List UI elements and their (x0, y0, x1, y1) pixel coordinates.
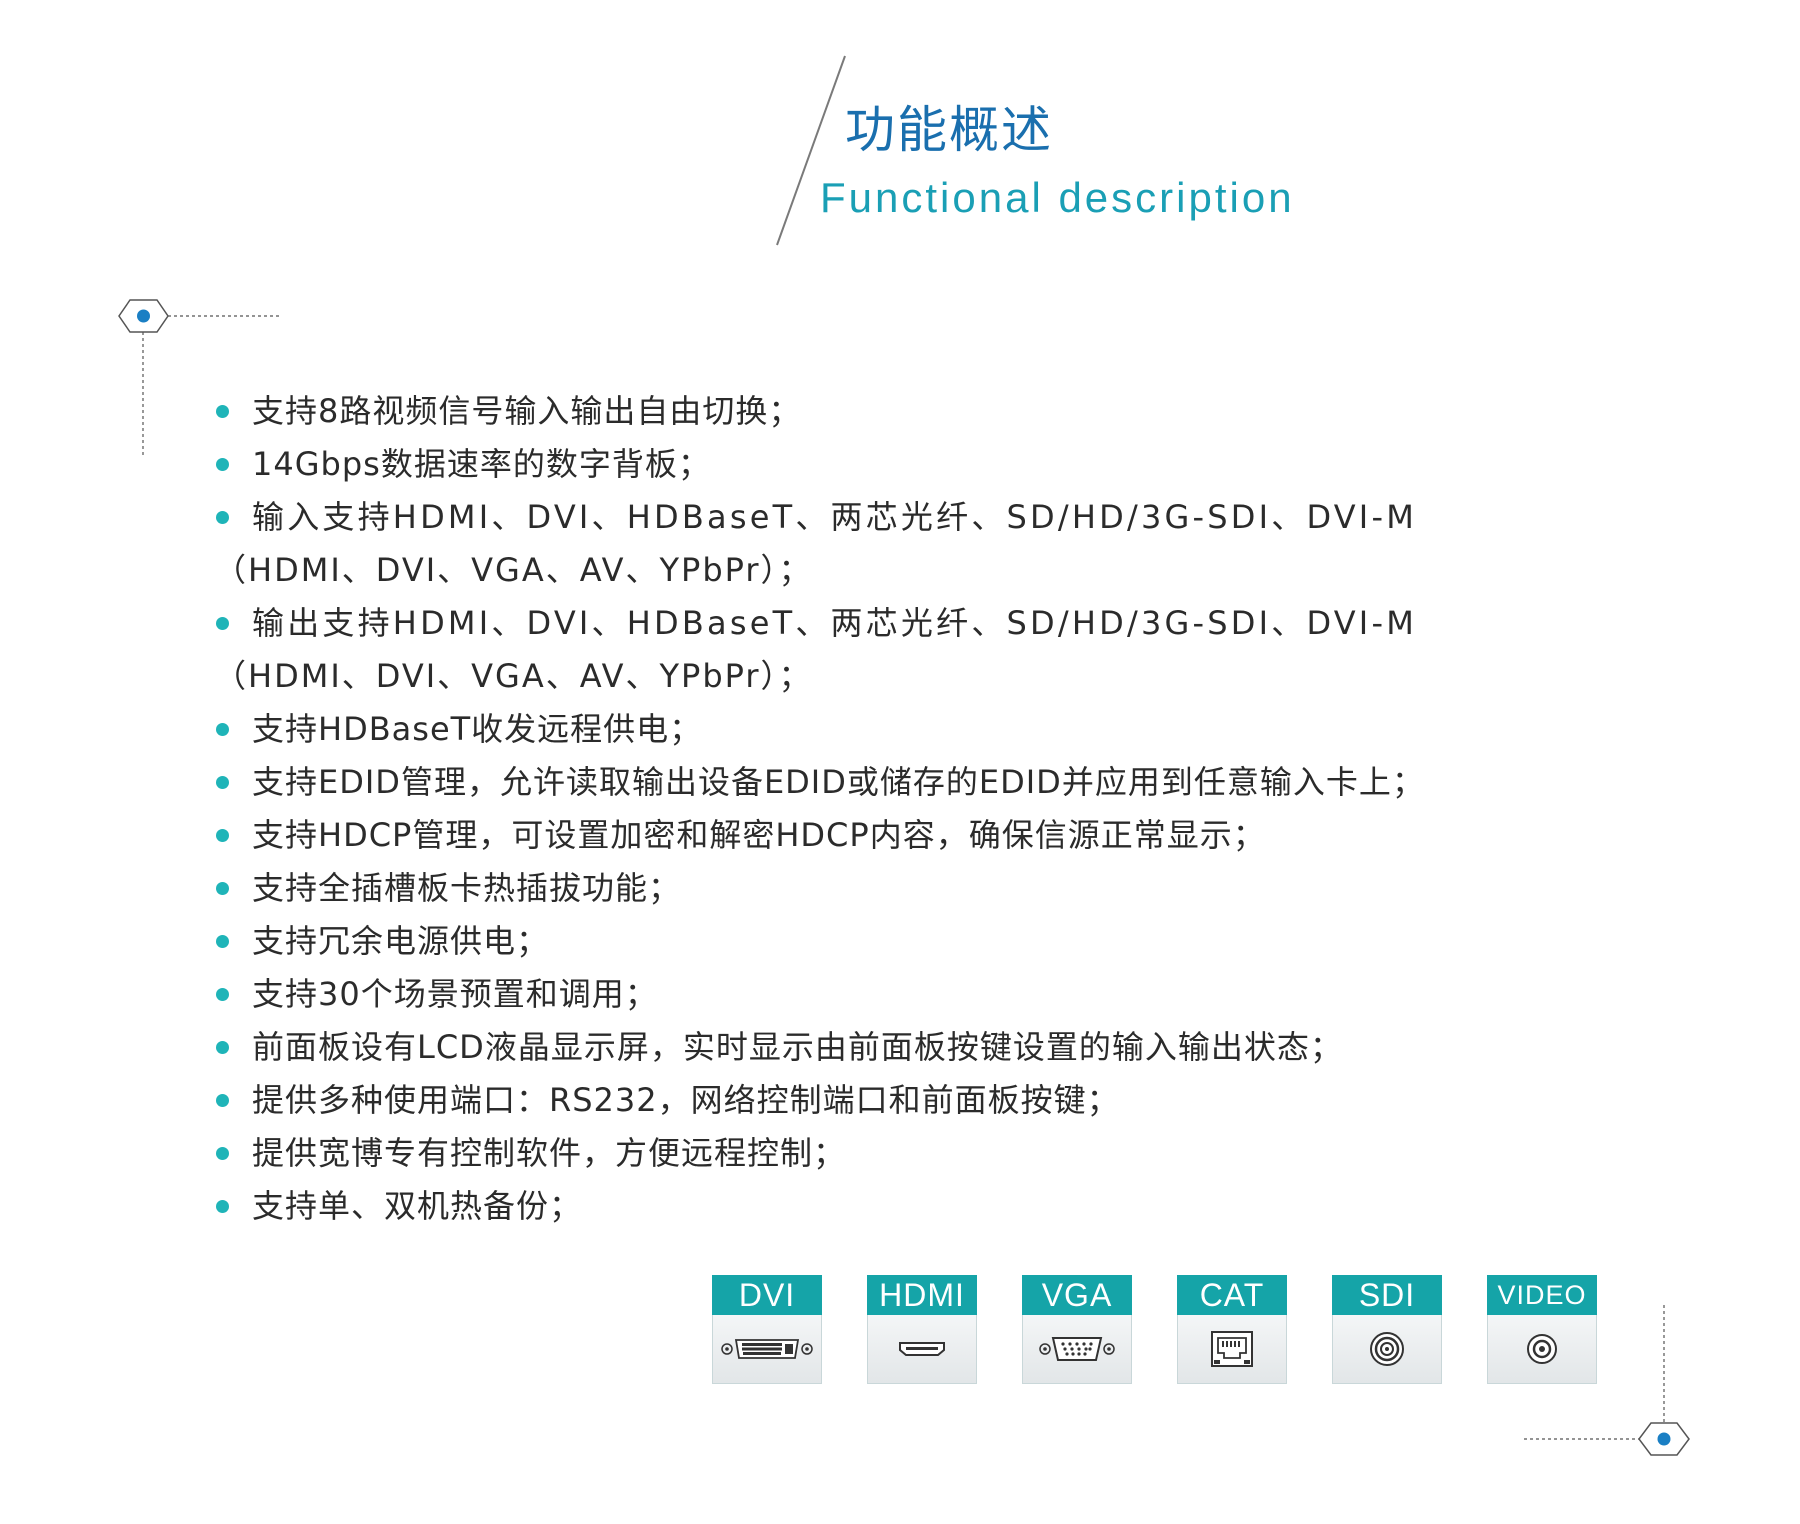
port-tile-video: VIDEO (1487, 1275, 1597, 1384)
bullet-dot-icon (216, 1200, 229, 1213)
list-item: 输入支持HDMI、DVI、HDBaseT、两芯光纤、SD/HD/3G-SDI、D… (214, 491, 1544, 597)
port-label: VGA (1022, 1275, 1132, 1315)
list-item: 支持全插槽板卡热插拔功能； (214, 862, 1544, 915)
feature-text: 支持HDBaseT收发远程供电； (252, 710, 703, 748)
feature-text: 支持EDID管理，允许读取输出设备EDID或储存的EDID并应用到任意输入卡上； (252, 763, 1425, 801)
dvi-port-icon (721, 1339, 813, 1359)
bullet-dot-icon (216, 511, 229, 524)
feature-text: 支持30个场景预置和调用； (252, 975, 658, 1013)
feature-text: 支持单、双机热备份； (252, 1187, 583, 1225)
bullet-dot-icon (216, 882, 229, 895)
port-tile-sdi: SDI (1332, 1275, 1442, 1384)
sdi-port-icon (1370, 1332, 1404, 1366)
feature-list: 支持8路视频信号输入输出自由切换； 14Gbps数据速率的数字背板； 输入支持H… (214, 385, 1544, 1233)
vga-port-icon (1039, 1337, 1115, 1361)
list-item: 支持8路视频信号输入输出自由切换； (214, 385, 1544, 438)
port-label: VIDEO (1487, 1275, 1597, 1315)
port-label: CAT (1177, 1275, 1287, 1315)
video-port-icon (1527, 1334, 1557, 1364)
bullet-dot-icon (216, 458, 229, 471)
feature-text: 支持8路视频信号输入输出自由切换； (252, 392, 802, 430)
bullet-dot-icon (216, 723, 229, 736)
port-label: DVI (712, 1275, 822, 1315)
list-item: 提供多种使用端口：RS232，网络控制端口和前面板按键； (214, 1074, 1544, 1127)
feature-text-continued: （HDMI、DVI、VGA、AV、YPbPr）； (214, 551, 813, 589)
bullet-dot-icon (216, 776, 229, 789)
feature-text: 输出支持HDMI、DVI、HDBaseT、两芯光纤、SD/HD/3G-SDI、D… (252, 604, 1418, 642)
bullet-dot-icon (216, 617, 229, 630)
port-tile-hdmi: HDMI (867, 1275, 977, 1384)
feature-text: 前面板设有LCD液晶显示屏，实时显示由前面板按键设置的输入输出状态； (252, 1028, 1343, 1066)
port-label: HDMI (867, 1275, 977, 1315)
list-item: 支持冗余电源供电； (214, 915, 1544, 968)
feature-text-continued: （HDMI、DVI、VGA、AV、YPbPr）； (214, 657, 813, 695)
port-tile-vga: VGA (1022, 1275, 1132, 1384)
feature-text: 提供多种使用端口：RS232，网络控制端口和前面板按键； (252, 1081, 1120, 1119)
bullet-dot-icon (216, 829, 229, 842)
port-label: SDI (1332, 1275, 1442, 1315)
feature-text: 支持全插槽板卡热插拔功能； (252, 869, 682, 907)
cat-port-icon (1211, 1331, 1253, 1367)
header-divider-slash (776, 55, 846, 246)
list-item: 支持HDCP管理，可设置加密和解密HDCP内容，确保信源正常显示； (214, 809, 1544, 862)
feature-text: 支持HDCP管理，可设置加密和解密HDCP内容，确保信源正常显示； (252, 816, 1266, 854)
feature-text: 输入支持HDMI、DVI、HDBaseT、两芯光纤、SD/HD/3G-SDI、D… (252, 498, 1418, 536)
port-tile-cat: CAT (1177, 1275, 1287, 1384)
page-title-chinese: 功能概述 (845, 101, 1053, 159)
port-tile-dvi: DVI (712, 1275, 822, 1384)
bullet-dot-icon (216, 1094, 229, 1107)
list-item: 14Gbps数据速率的数字背板； (214, 438, 1544, 491)
list-item: 前面板设有LCD液晶显示屏，实时显示由前面板按键设置的输入输出状态； (214, 1021, 1544, 1074)
bullet-dot-icon (216, 1147, 229, 1160)
list-item: 支持EDID管理，允许读取输出设备EDID或储存的EDID并应用到任意输入卡上； (214, 756, 1544, 809)
list-item: 支持HDBaseT收发远程供电； (214, 703, 1544, 756)
port-icon-row: DVI HDMI (712, 1275, 1597, 1384)
feature-text: 支持冗余电源供电； (252, 922, 550, 960)
list-item: 输出支持HDMI、DVI、HDBaseT、两芯光纤、SD/HD/3G-SDI、D… (214, 597, 1544, 703)
list-item: 提供宽博专有控制软件，方便远程控制； (214, 1127, 1544, 1180)
bullet-dot-icon (216, 405, 229, 418)
hexagon-marker-top-left (118, 299, 282, 455)
hdmi-port-icon (899, 1342, 945, 1356)
list-item: 支持单、双机热备份； (214, 1180, 1544, 1233)
feature-text: 14Gbps数据速率的数字背板； (252, 445, 711, 483)
bullet-dot-icon (216, 988, 229, 1001)
page-title-english: Functional description (820, 174, 1295, 221)
feature-text: 提供宽博专有控制软件，方便远程控制； (252, 1134, 847, 1172)
list-item: 支持30个场景预置和调用； (214, 968, 1544, 1021)
bullet-dot-icon (216, 1041, 229, 1054)
bullet-dot-icon (216, 935, 229, 948)
